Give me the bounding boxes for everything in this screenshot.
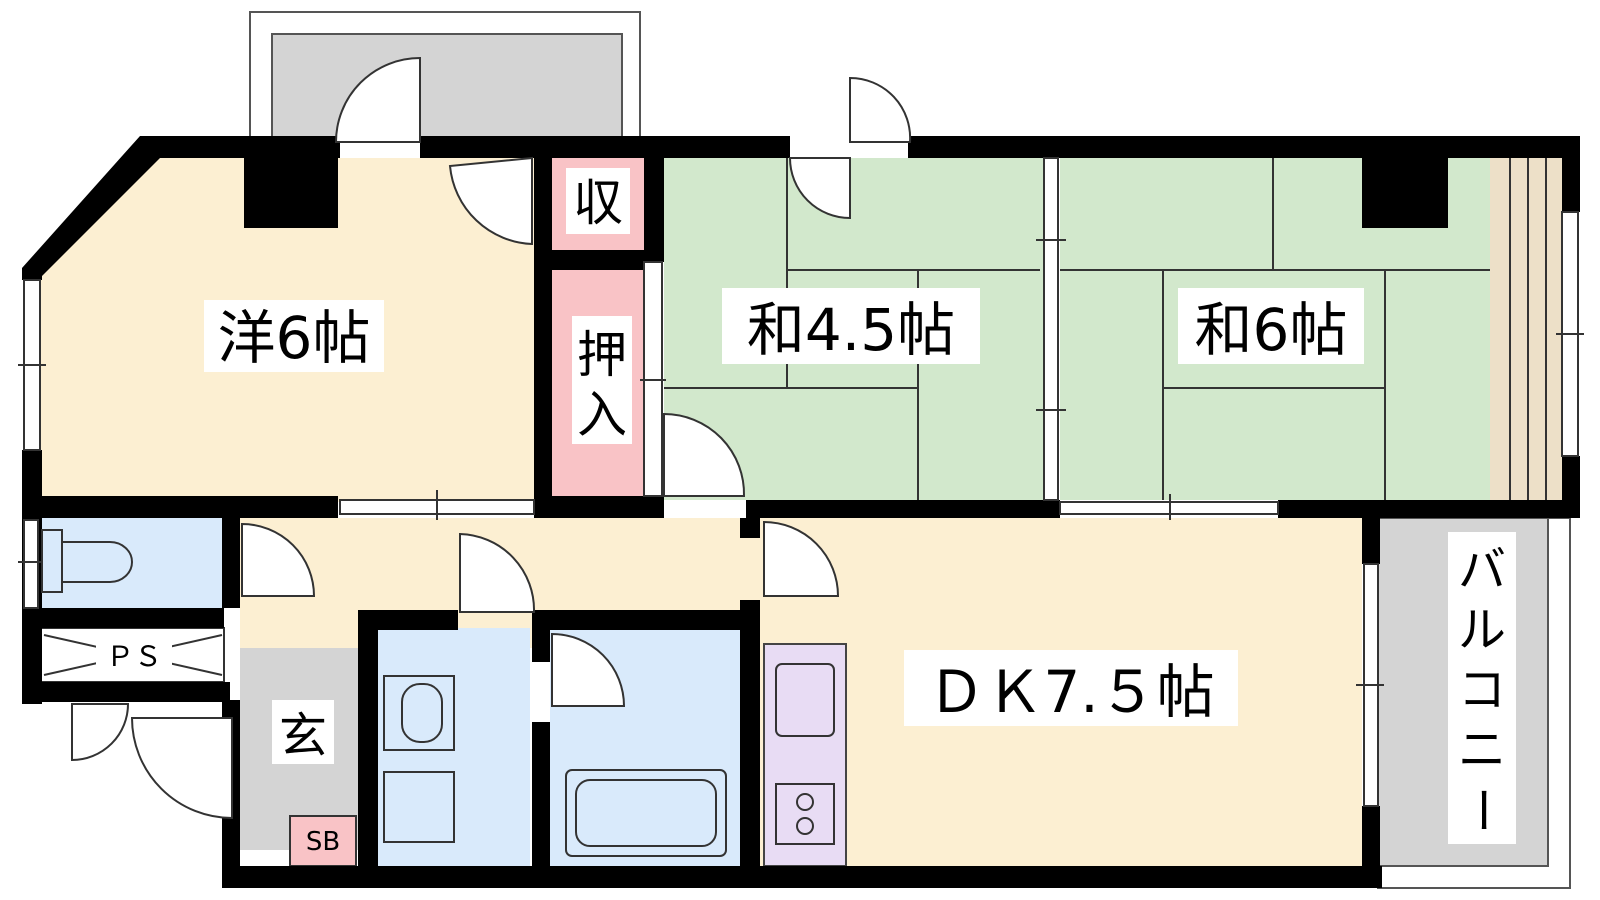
dk-door-swing — [763, 520, 840, 597]
toilet-fixture — [41, 529, 133, 593]
labels[interactable]: 洋6帖 収 押 入 和4.5帖 和6帖 ＤＫ7.５帖 玄 ＰＳ SB バ ル コ… — [96, 168, 1516, 857]
ps-label: ＰＳ — [106, 640, 162, 673]
balcony-char-4: ニ — [1458, 722, 1506, 778]
walls — [22, 136, 1580, 888]
oshiire-label-top: 押 — [577, 326, 627, 384]
dk-label: ＤＫ7.５帖 — [927, 658, 1214, 726]
washroom-door-swing — [459, 532, 536, 613]
washitsu-door-swing-in — [788, 157, 851, 220]
washitsu-door-swing — [849, 76, 912, 143]
washitsu-large-label: 和6帖 — [1195, 296, 1348, 364]
balcony-char-5: ー — [1454, 786, 1510, 834]
balcony-char-2: ル — [1458, 602, 1506, 658]
oshiire-label-bottom: 入 — [577, 386, 627, 444]
washing-machine — [383, 771, 455, 843]
engawa-floor — [1490, 158, 1562, 500]
top-balcony-floor — [271, 33, 623, 143]
toilet-door-swing — [241, 522, 316, 597]
sink — [775, 663, 835, 737]
shoe-box-label: SB — [306, 827, 340, 857]
tatami-lines — [664, 158, 1547, 500]
burner-2 — [796, 817, 814, 835]
doors — [71, 56, 912, 820]
washbasin-bowl — [401, 683, 443, 743]
entrance-label: 玄 — [279, 708, 327, 764]
front-door-swing — [130, 717, 233, 820]
shoe-box-floor — [289, 815, 357, 867]
fixtures — [41, 529, 835, 857]
burner-1 — [796, 793, 814, 811]
washitsu-small-label: 和4.5帖 — [747, 296, 955, 364]
meter-door-swing — [71, 703, 130, 762]
oshiire-door-swing — [663, 412, 746, 497]
western-door-swing — [448, 156, 533, 246]
western-room-label: 洋6帖 — [218, 304, 371, 372]
storage-label: 収 — [573, 174, 623, 232]
balcony-door-swing — [334, 56, 421, 143]
balcony-char-1: バ — [1458, 542, 1506, 598]
bath-door-swing — [551, 632, 626, 707]
window-marks — [18, 239, 1584, 686]
bathtub-inner — [575, 779, 717, 847]
balcony-char-3: コ — [1458, 662, 1506, 718]
